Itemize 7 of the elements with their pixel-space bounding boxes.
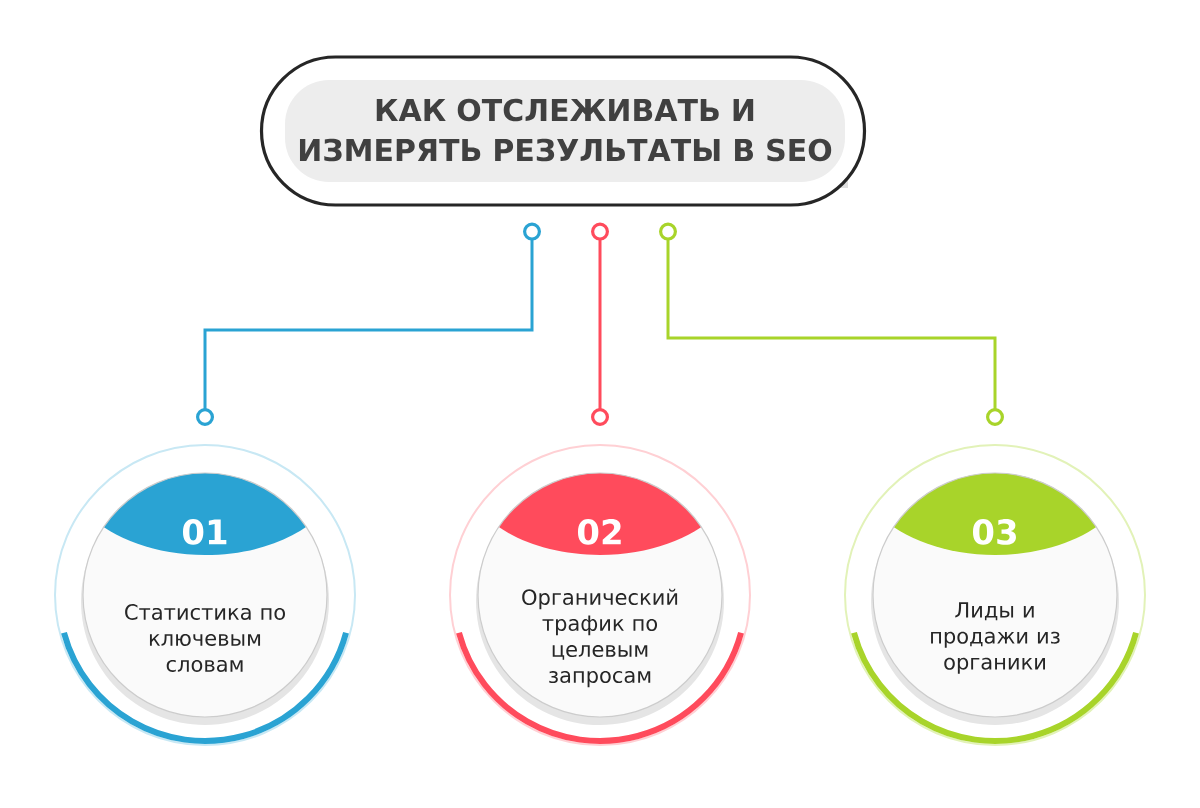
connector bbox=[591, 222, 609, 426]
connector bbox=[659, 222, 1004, 426]
circle-card: 03 Лиды и продажи из органики bbox=[844, 444, 1146, 746]
circle-card: 02 Органический трафик по целевым запросам bbox=[449, 444, 751, 746]
circle-card: 01 Статистика по ключевым словам bbox=[54, 444, 356, 746]
title-pill: КАК ОТСЛЕЖИВАТЬ И ИЗМЕРЯТЬ РЕЗУЛЬТАТЫ В SEO bbox=[259, 55, 867, 207]
connector bbox=[196, 222, 541, 426]
